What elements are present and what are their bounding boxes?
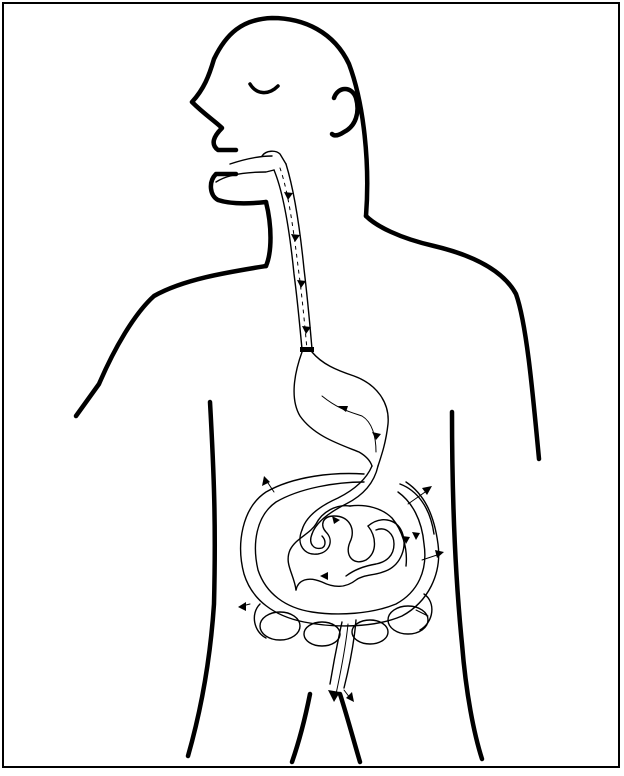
- duodenum-inner: [312, 466, 378, 534]
- ear: [332, 89, 358, 135]
- throat-entry: [262, 151, 286, 164]
- pouch-right: [388, 606, 428, 634]
- left-shoulder-arm: [76, 266, 266, 416]
- esophagus-arrow-1: [284, 192, 293, 200]
- mouth: [216, 151, 286, 182]
- ileum-coil-2-inner: [346, 529, 394, 576]
- right-leg-inner: [340, 694, 360, 762]
- head-profile-lower: [211, 174, 266, 203]
- digestive-system-diagram: [4, 4, 624, 776]
- right-torso-side: [452, 412, 482, 759]
- rectum-arrow: [328, 690, 340, 702]
- absorption-arrow-3: [435, 550, 444, 558]
- stomach: [294, 352, 388, 466]
- palate: [230, 156, 272, 164]
- lower-colon: [254, 594, 432, 702]
- colon-inner: [255, 482, 424, 614]
- pouch-left: [260, 612, 300, 640]
- left-torso-side: [188, 402, 215, 756]
- diagram-frame: [2, 2, 620, 768]
- stomach-food-path: [322, 396, 376, 452]
- stomach-outer: [294, 352, 372, 466]
- esophagus: [274, 164, 314, 352]
- pouch-left-outer: [254, 604, 266, 638]
- intestine-arrow-3: [320, 572, 328, 580]
- esophagus-arrow-3: [297, 280, 306, 288]
- stomach-arrow-2: [372, 432, 381, 440]
- left-leg-inner: [292, 694, 310, 762]
- rectum-right: [344, 620, 356, 688]
- pouch-center-left: [304, 622, 340, 646]
- pouch-center-right: [352, 620, 388, 644]
- body-outline: [76, 18, 539, 762]
- intestine-arrow-4: [412, 532, 420, 540]
- rectum-path: [336, 624, 348, 694]
- absorption-arrow-4: [238, 602, 246, 611]
- neck-front: [266, 202, 271, 266]
- jejunum-coil-1-inner: [311, 534, 325, 548]
- eye: [250, 84, 278, 93]
- ileum-to-colon: [350, 506, 406, 567]
- esophagus-arrow-2: [291, 234, 300, 242]
- intestine-arrow-1: [332, 516, 340, 524]
- cardiac-sphincter: [300, 347, 314, 352]
